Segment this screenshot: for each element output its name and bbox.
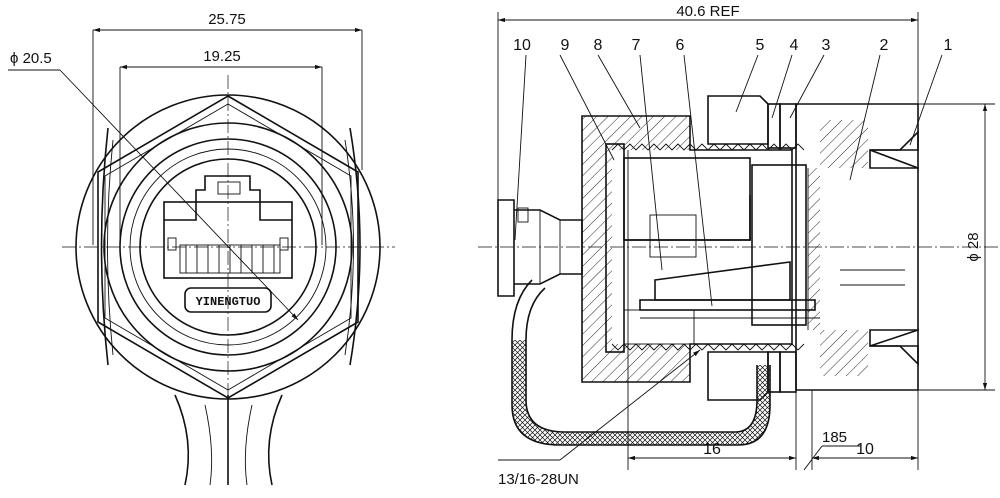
overall-length-dim: 40.6 REF	[676, 3, 739, 20]
part-label-2: 2	[880, 37, 889, 54]
brand-label: YINENGTUO	[196, 295, 261, 309]
dim-185: 185	[822, 429, 847, 446]
front-width-dim: 25.75	[208, 11, 246, 28]
dim-16: 16	[703, 441, 721, 458]
part-label-8: 8	[594, 37, 603, 54]
outer-diameter-dim: ϕ 28	[965, 232, 982, 261]
front-diameter-label: ϕ 20.5	[10, 50, 52, 67]
dim-10: 10	[856, 441, 874, 458]
thread-spec: 13/16-28UN	[498, 471, 579, 488]
front-view: YINENGTUO ϕ 20.5 25.75 19.25	[8, 11, 395, 486]
part-label-9: 9	[561, 37, 570, 54]
part-number-callouts: 10 9 8 7 6 5 4 3 2 1	[513, 37, 953, 307]
part-label-4: 4	[790, 37, 799, 54]
section-view: 40.6 REF ϕ 28	[478, 3, 998, 488]
part-label-10: 10	[513, 37, 531, 54]
part-label-1: 1	[944, 37, 953, 54]
jack-pins	[167, 237, 289, 274]
front-inner-dim: 19.25	[203, 48, 241, 65]
part-label-5: 5	[756, 37, 765, 54]
part-label-7: 7	[632, 37, 641, 54]
part-label-3: 3	[822, 37, 831, 54]
part-label-6: 6	[676, 37, 685, 54]
